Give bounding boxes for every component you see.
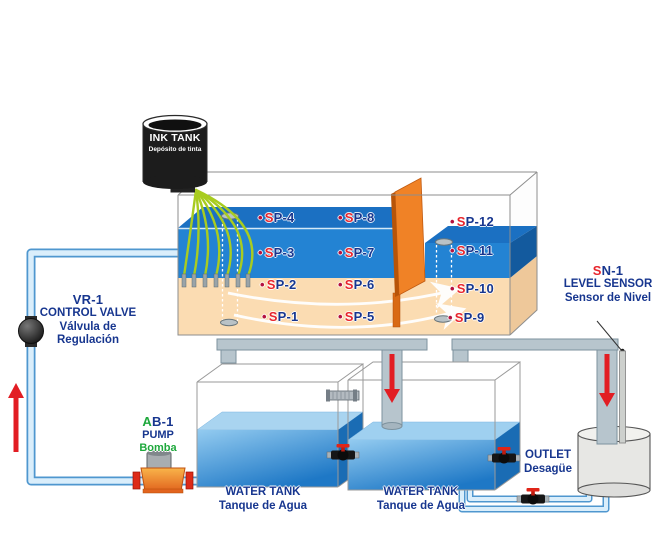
main-tank <box>177 171 538 336</box>
ink-tank <box>142 114 208 193</box>
label-water-tank-left: WATER TANK Tanque de Agua <box>218 486 308 512</box>
injection-nozzles <box>181 273 251 288</box>
label-pump: AB-1 PUMP Bomba <box>116 414 200 455</box>
level-sensor-probe <box>596 320 626 444</box>
pipe-circulation-left <box>26 248 198 486</box>
label-water-tank-right: WATER TANK Tanque de Agua <box>376 486 466 512</box>
pump-icon <box>132 450 194 494</box>
support-frame <box>216 338 619 364</box>
weir-plate <box>391 177 426 328</box>
control-valve-code: VR-1 <box>72 292 104 307</box>
ink-tank-subtitle: Depósito de tinta <box>148 146 202 153</box>
sampling-point-label-sp-11: •SP-11 <box>450 243 494 258</box>
sampling-tube-2 <box>434 238 453 323</box>
ink-tank-title: INK TANK <box>149 132 201 144</box>
sampling-point-label-sp-9: •SP-9 <box>448 310 485 325</box>
sampling-point-label-sp-6: •SP-6 <box>338 277 375 292</box>
level-sensor-code: SN-1 <box>592 263 624 278</box>
flow-arrow-down-middle <box>384 354 400 403</box>
tank-connector-pipe <box>326 389 360 402</box>
sampling-point-label-sp-8: •SP-8 <box>338 210 375 225</box>
sampling-point-label-sp-12: •SP-12 <box>450 214 494 229</box>
label-outlet: OUTLET Desagüe <box>524 449 572 475</box>
water-tank-right-box <box>347 361 521 491</box>
pump-code: AB-1 <box>142 414 174 429</box>
sampling-point-label-sp-1: •SP-1 <box>262 309 299 324</box>
sampling-point-label-sp-2: •SP-2 <box>260 277 297 292</box>
sampling-point-label-sp-10: •SP-10 <box>450 281 494 296</box>
flow-arrow-up <box>8 383 24 452</box>
pipe-drain-lower <box>458 486 610 513</box>
sampling-point-label-sp-7: •SP-7 <box>338 245 375 260</box>
flow-arrow-down-right <box>599 354 615 407</box>
sampling-point-label-sp-5: •SP-5 <box>338 309 375 324</box>
flow-arc-arrows <box>227 281 467 330</box>
sampling-point-label-sp-3: •SP-3 <box>258 245 295 260</box>
control-valve-icon <box>18 316 44 347</box>
sampling-point-label-sp-4: •SP-4 <box>258 210 295 225</box>
label-level-sensor: SN-1 LEVEL SENSOR Sensor de Nivel <box>548 263 666 305</box>
ink-streams <box>181 188 254 288</box>
drain-valve-icon <box>516 487 550 505</box>
water-tank-left-box <box>196 363 364 488</box>
sampling-tube-1 <box>220 212 239 327</box>
label-control-valve: VR-1 CONTROL VALVE Válvula de Regulación <box>18 292 158 348</box>
label-ink-tank: INK TANK Depósito de tinta <box>143 132 207 153</box>
